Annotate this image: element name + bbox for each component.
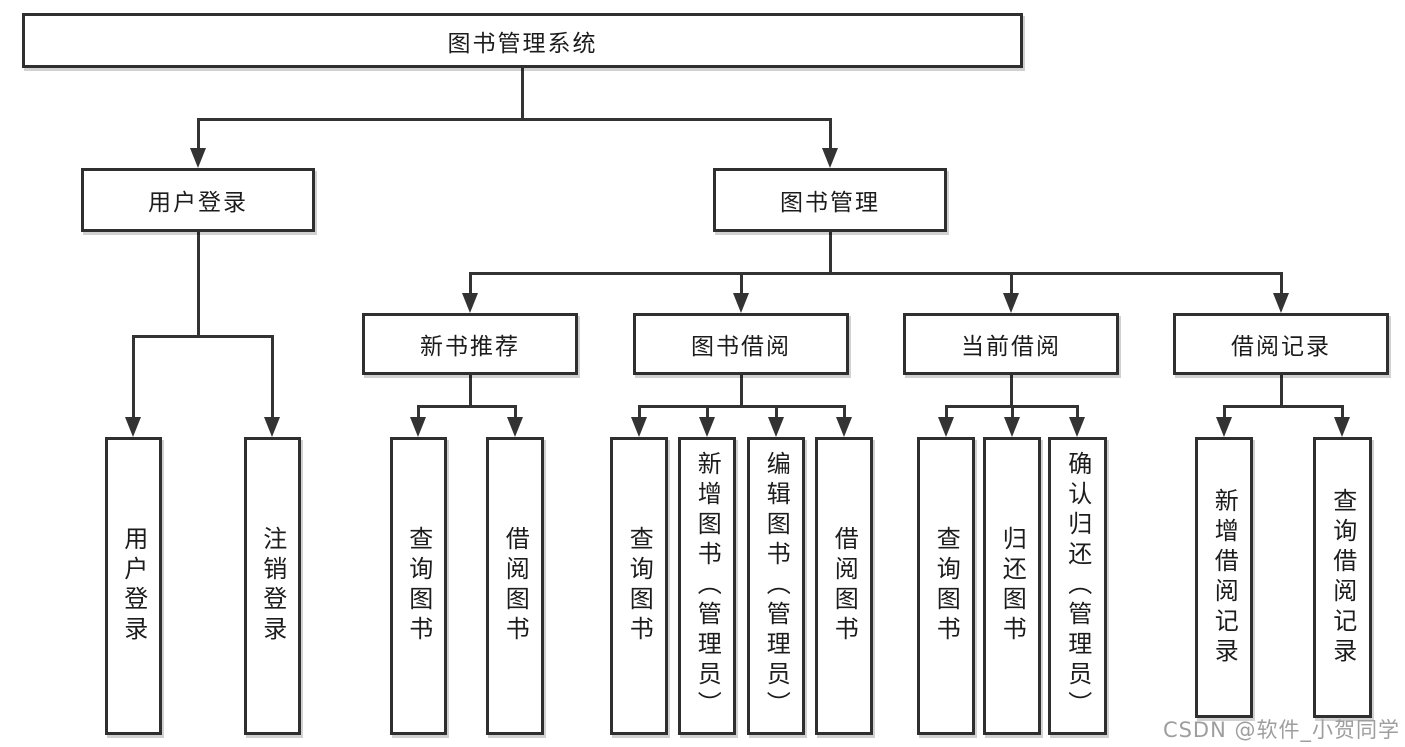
arrowhead-down-icon xyxy=(507,417,523,437)
leaf-borrow-books-recommend: 借阅图书 xyxy=(486,437,544,735)
connector-arrow-shaft xyxy=(843,405,846,421)
connector-hline xyxy=(198,118,830,121)
connector-vline xyxy=(521,68,524,118)
node-user-login: 用户登录 xyxy=(81,168,315,232)
connector-vline xyxy=(1010,375,1013,405)
node-new-book-recommendation: 新书推荐 xyxy=(362,313,578,375)
connector-arrow-shaft xyxy=(197,118,200,152)
arrowhead-down-icon xyxy=(1273,293,1289,313)
node-current-borrowing: 当前借阅 xyxy=(903,313,1119,375)
leaf-add-books-admin: 新增图书（管理员） xyxy=(678,437,736,735)
leaf-edit-books-admin: 编辑图书（管理员） xyxy=(747,437,805,735)
connector-vline xyxy=(829,232,832,272)
leaf-return-books: 归还图书 xyxy=(983,437,1041,735)
leaf-confirm-return-admin: 确认归还（管理员） xyxy=(1048,437,1107,735)
leaf-logout: 注销登录 xyxy=(244,437,301,735)
leaf-query-books-current: 查询图书 xyxy=(917,437,975,735)
node-root-library-management-system: 图书管理系统 xyxy=(22,13,1023,68)
arrowhead-down-icon xyxy=(733,293,749,313)
arrowhead-down-icon xyxy=(938,417,954,437)
connector-arrow-shaft xyxy=(1280,272,1283,297)
node-borrowing-records: 借阅记录 xyxy=(1173,313,1389,375)
arrowhead-down-icon xyxy=(699,417,715,437)
arrowhead-down-icon xyxy=(1334,417,1350,437)
connector-arrow-shaft xyxy=(740,272,743,297)
connector-arrow-shaft xyxy=(775,405,778,421)
connector-arrow-shaft xyxy=(638,405,641,421)
connector-arrow-shaft xyxy=(132,335,135,421)
arrowhead-down-icon xyxy=(1003,293,1019,313)
leaf-query-books-borrowing: 查询图书 xyxy=(610,437,668,735)
arrowhead-down-icon xyxy=(1004,417,1020,437)
connector-vline xyxy=(197,232,200,335)
connector-hline xyxy=(1223,405,1344,408)
connector-arrow-shaft xyxy=(945,405,948,421)
arrowhead-down-icon xyxy=(1216,417,1232,437)
arrowhead-down-icon xyxy=(410,417,426,437)
connector-arrow-shaft xyxy=(706,405,709,421)
connector-arrow-shaft xyxy=(417,405,420,421)
arrowhead-down-icon xyxy=(190,148,206,168)
leaf-add-borrow-record: 新增借阅记录 xyxy=(1195,437,1253,718)
leaf-borrow-books: 借阅图书 xyxy=(815,437,873,735)
connector-arrow-shaft xyxy=(1223,405,1226,421)
connector-hline xyxy=(470,272,1282,275)
arrowhead-down-icon xyxy=(836,417,852,437)
connector-vline xyxy=(469,375,472,405)
connector-vline xyxy=(740,375,743,405)
connector-arrow-shaft xyxy=(1010,272,1013,297)
arrowhead-down-icon xyxy=(125,417,141,437)
connector-hline xyxy=(133,335,273,338)
connector-vline xyxy=(1280,375,1283,405)
arrowhead-down-icon xyxy=(631,417,647,437)
node-book-borrowing: 图书借阅 xyxy=(633,313,849,375)
connector-arrow-shaft xyxy=(1341,405,1344,421)
connector-arrow-shaft xyxy=(1076,405,1079,421)
csdn-watermark: CSDN @软件_小贺同学 xyxy=(1162,718,1400,742)
connector-arrow-shaft xyxy=(271,335,274,421)
node-book-management: 图书管理 xyxy=(713,168,947,232)
connector-arrow-shaft xyxy=(469,272,472,297)
leaf-query-borrow-record: 查询借阅记录 xyxy=(1313,437,1372,718)
connector-hline xyxy=(417,405,517,408)
connector-arrow-shaft xyxy=(514,405,517,421)
connector-arrow-shaft xyxy=(1011,405,1014,421)
arrowhead-down-icon xyxy=(462,293,478,313)
connector-arrow-shaft xyxy=(829,118,832,152)
arrowhead-down-icon xyxy=(1069,417,1085,437)
arrowhead-down-icon xyxy=(822,148,838,168)
leaf-user-login: 用户登录 xyxy=(105,437,162,735)
arrowhead-down-icon xyxy=(768,417,784,437)
arrowhead-down-icon xyxy=(264,417,280,437)
leaf-query-books-recommend: 查询图书 xyxy=(390,437,447,735)
connector-hline xyxy=(638,405,846,408)
